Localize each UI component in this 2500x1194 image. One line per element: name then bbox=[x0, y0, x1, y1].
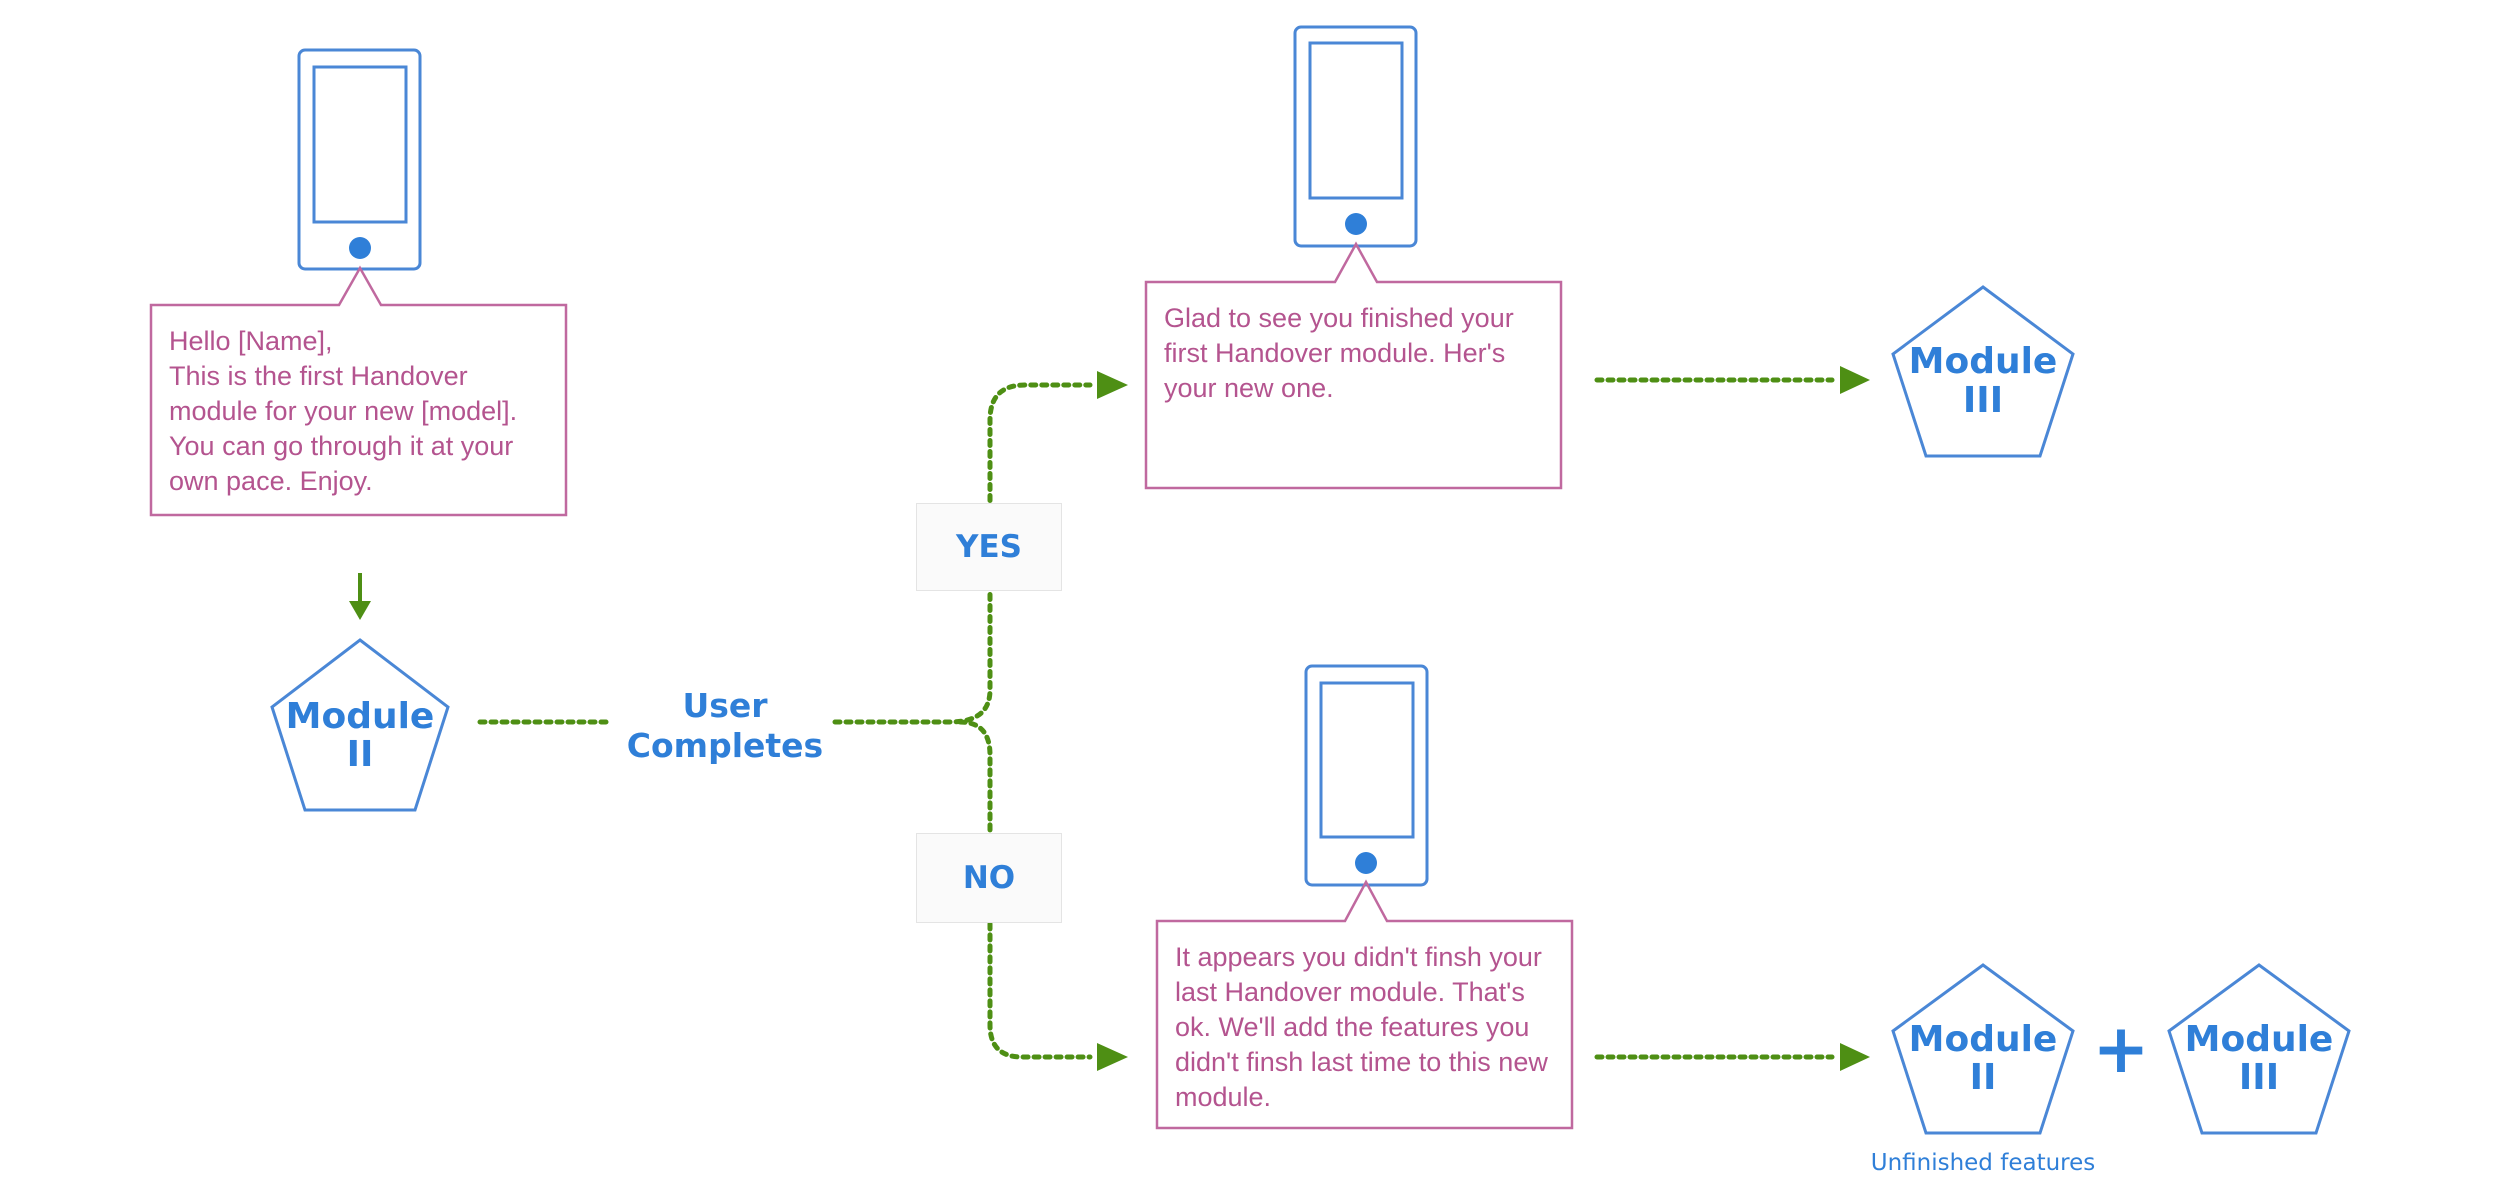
arrow-right-icon-no bbox=[1097, 1043, 1128, 1071]
phone-icon-first bbox=[297, 48, 422, 271]
module-start-line1: Module bbox=[286, 696, 435, 737]
module-no-a-line2: II bbox=[1970, 1057, 1997, 1098]
module-yes-line1: Module bbox=[1909, 341, 2058, 382]
module-no-a-line1: Module bbox=[1909, 1019, 2058, 1060]
message-text-first: Hello [Name], This is the first Handover… bbox=[169, 326, 518, 496]
module-pentagon-no-result-b: Module III bbox=[2167, 963, 2351, 1135]
dotted-connector-branch bbox=[832, 382, 1093, 1060]
message-text-no: It appears you didn't finsh your last Ha… bbox=[1175, 942, 1548, 1112]
branch-no-box: NO bbox=[916, 833, 1062, 923]
arrow-right-icon-yes-result bbox=[1840, 366, 1870, 394]
module-yes-line2: III bbox=[1963, 380, 2003, 421]
decision-label: User Completes bbox=[626, 686, 824, 765]
phone-icon-yes bbox=[1293, 25, 1418, 248]
arrow-right-icon-yes bbox=[1097, 371, 1128, 399]
module-pentagon-yes-result: Module III bbox=[1891, 285, 2075, 458]
plus-icon: + bbox=[2093, 1010, 2150, 1089]
module-start-line2: II bbox=[347, 734, 374, 775]
arrow-down-icon bbox=[349, 573, 371, 620]
message-box-no bbox=[1155, 879, 1574, 1130]
message-text-yes: Glad to see you finished your first Hand… bbox=[1164, 303, 1514, 403]
unfinished-features-caption: Unfinished features bbox=[1870, 1150, 2096, 1176]
branch-yes-box: YES bbox=[916, 503, 1062, 591]
module-pentagon-start: Module II bbox=[270, 638, 450, 812]
module-pentagon-no-result-a: Module II bbox=[1891, 963, 2075, 1135]
message-box-yes bbox=[1144, 241, 1563, 490]
module-no-b-line2: III bbox=[2239, 1057, 2279, 1098]
message-box-first bbox=[149, 265, 568, 517]
phone-icon-no bbox=[1304, 664, 1429, 887]
arrow-right-icon-no-result bbox=[1840, 1043, 1870, 1071]
module-no-b-line1: Module bbox=[2185, 1019, 2334, 1060]
